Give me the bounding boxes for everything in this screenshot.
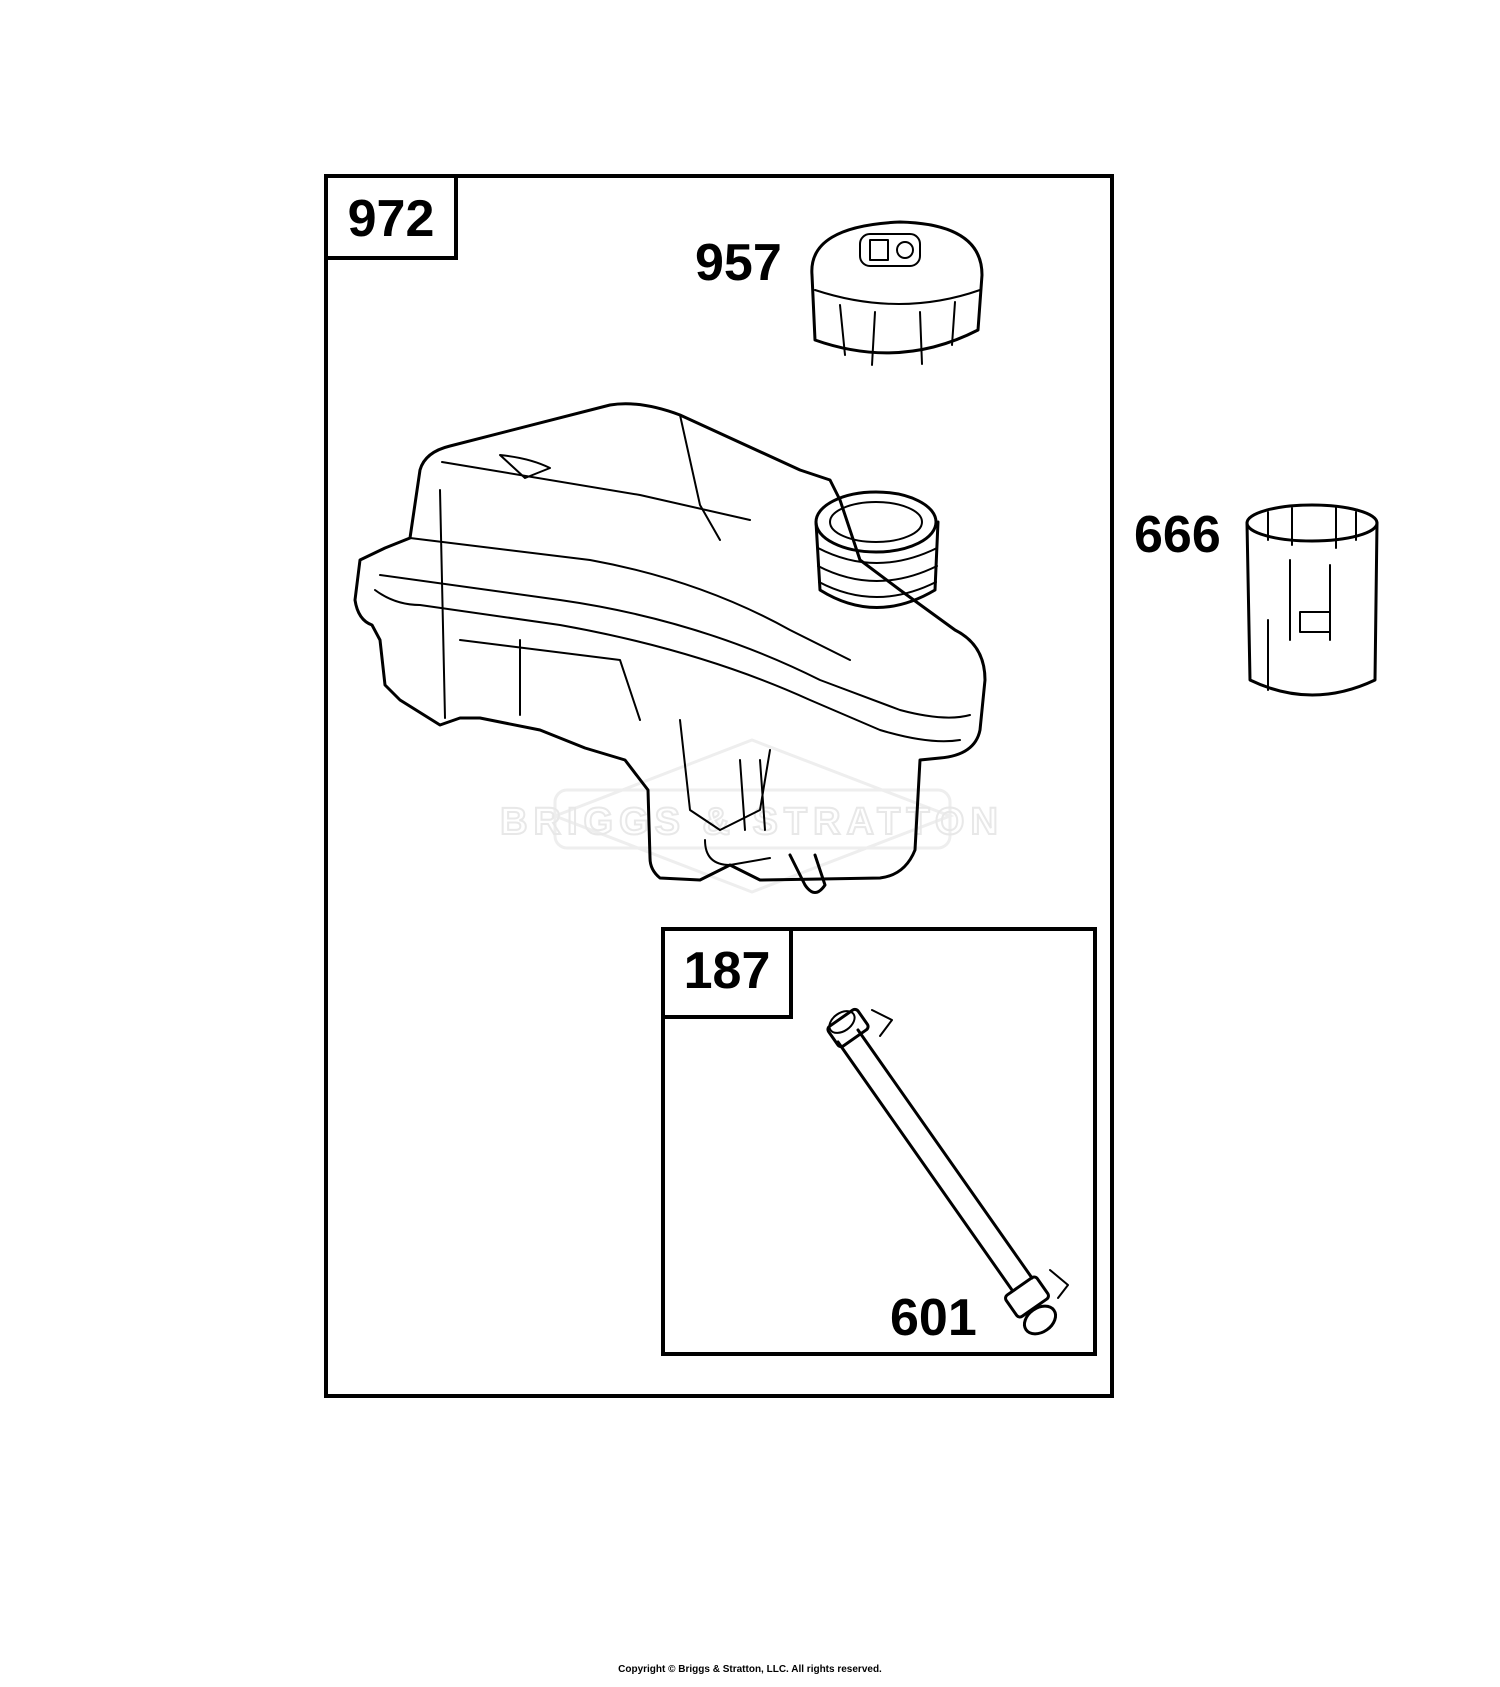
- assembly-ref-box: [324, 174, 458, 260]
- fuel-tank-drawing: [353, 402, 987, 894]
- fuel-cap-ref-label: 957: [695, 234, 782, 292]
- sleeve-ref-label: 666: [1134, 506, 1221, 564]
- assembly-frame: [324, 174, 1114, 1398]
- watermark-logo: BRIGGS & STRATTON: [499, 738, 1004, 894]
- sleeve-drawing: [1245, 503, 1379, 697]
- sub-assembly-frame: [661, 927, 1097, 1356]
- fuel-line-ref-label: 601: [890, 1289, 977, 1347]
- fuel-cap-drawing: [810, 220, 984, 366]
- assembly-ref-label: 972: [348, 190, 435, 248]
- watermark-text: BRIGGS & STRATTON: [500, 801, 1004, 843]
- sub-assembly-ref-box: [661, 927, 793, 1019]
- copyright-footer: Copyright © Briggs & Stratton, LLC. All …: [618, 1664, 882, 1675]
- sub-assembly-ref-label: 187: [684, 942, 771, 1000]
- fuel-line-drawing: [826, 1007, 1069, 1336]
